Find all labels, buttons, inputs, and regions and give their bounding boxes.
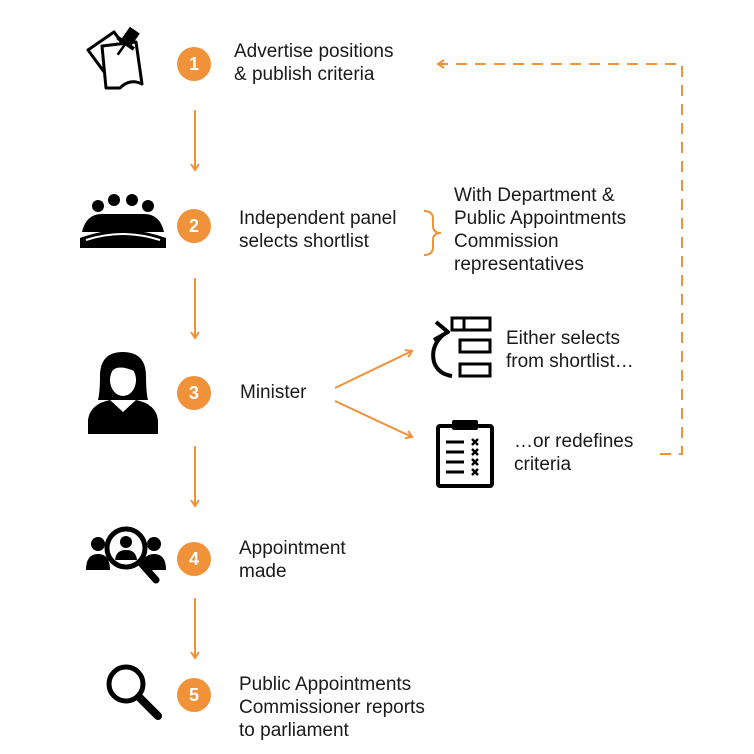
panel-note: With Department & Public Appointments Co… <box>454 185 627 275</box>
cycle-list-icon <box>431 316 492 378</box>
step-2-label: Independent panel selects shortlist <box>239 208 397 252</box>
magnifier-icon <box>106 664 162 720</box>
step-number-badge: 2 <box>177 209 211 243</box>
step-number-badge: 1 <box>177 47 211 81</box>
step-number-badge: 4 <box>177 542 211 576</box>
step-5-label: Public Appointments Commissioner reports… <box>239 674 425 741</box>
arrow-minister-to-select <box>334 349 414 389</box>
people-at-table-icon <box>80 194 166 248</box>
step-3-label: Minister <box>240 382 307 403</box>
people-search-icon <box>86 526 166 584</box>
sticky-notes-pin-icon <box>86 26 144 90</box>
person-woman-icon <box>88 352 158 434</box>
step-number-badge: 5 <box>177 678 211 712</box>
step-number-badge: 3 <box>177 376 211 410</box>
step-4-label: Appointment made <box>239 538 346 582</box>
panel-note-bracket <box>423 210 442 256</box>
option-select-label: Either selects from shortlist… <box>506 328 634 372</box>
dashed-loop-back-to-step1 <box>436 59 683 455</box>
option-redefine-label: …or redefines criteria <box>514 431 634 475</box>
clipboard-checklist-icon <box>436 420 494 488</box>
arrow-minister-to-redefine <box>334 400 414 440</box>
step-1-label: Advertise positions & publish criteria <box>234 41 394 85</box>
